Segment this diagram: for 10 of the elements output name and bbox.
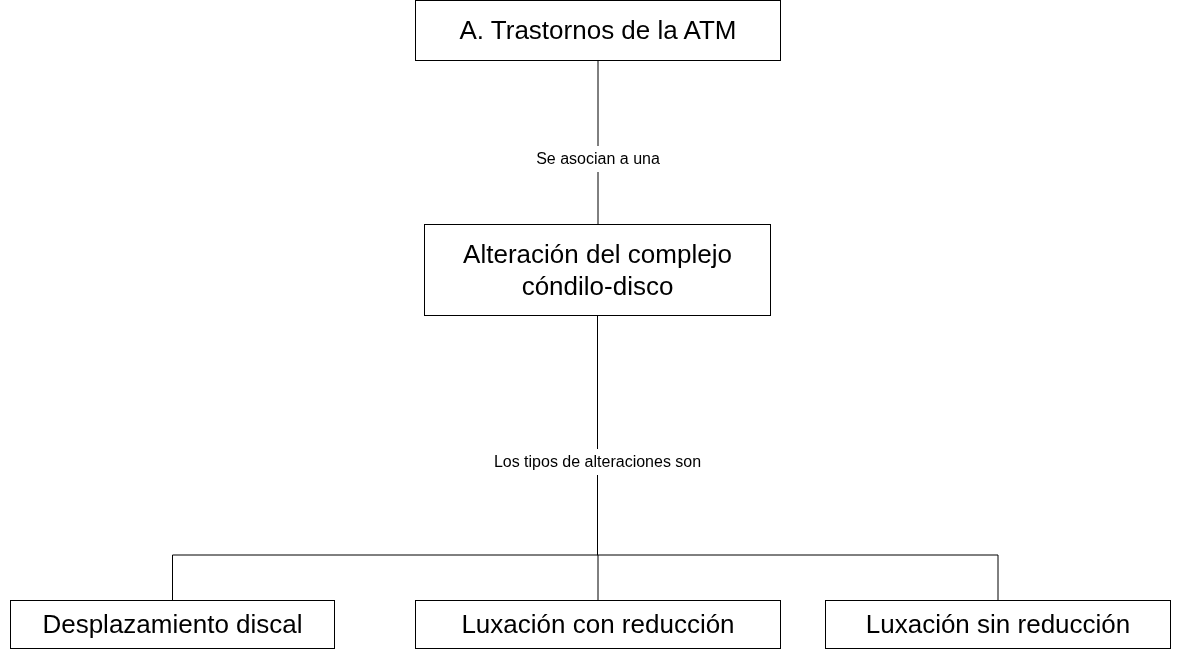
box-text: Desplazamiento discal [42,608,303,641]
concept-box [10,600,335,649]
concept-box [415,600,781,649]
box-text: A. Trastornos de la ATM [459,14,737,47]
concept-box [825,600,1171,649]
box-text: Luxación con reducción [461,608,735,641]
concept-box [415,0,781,61]
box-text: Alteración del complejo cóndilo-disco [462,237,733,303]
concept-box [424,224,771,316]
box-text: Luxación sin reducción [865,608,1131,641]
